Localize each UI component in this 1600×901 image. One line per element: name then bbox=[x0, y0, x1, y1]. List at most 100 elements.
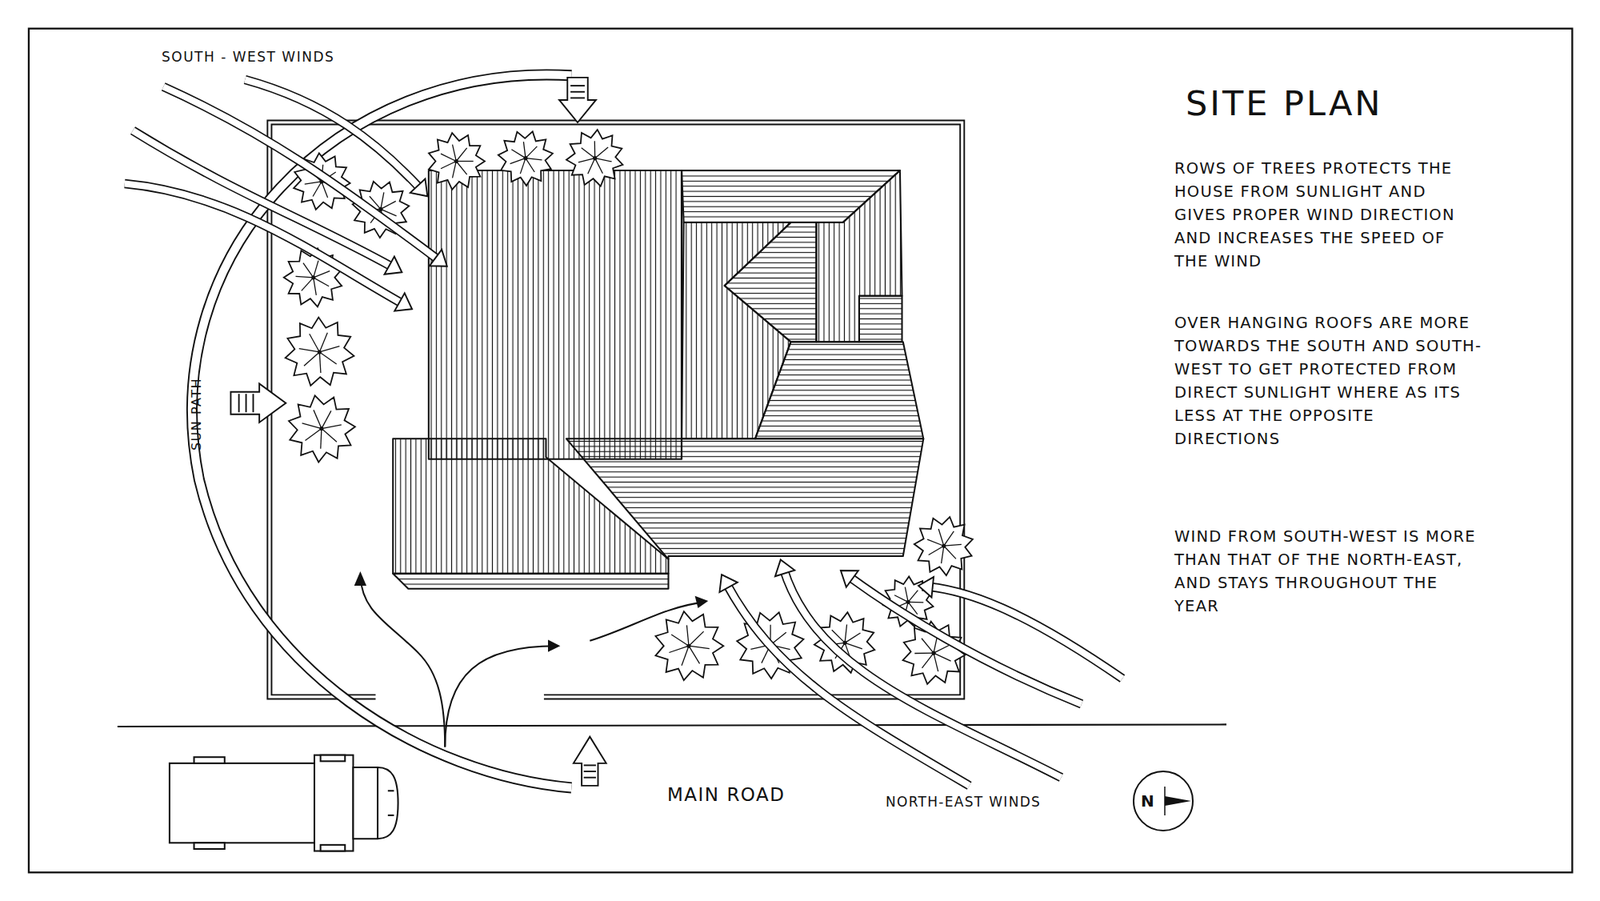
wind-arrows bbox=[124, 79, 1123, 785]
tree-trunk bbox=[941, 544, 946, 548]
tree-branch bbox=[301, 277, 314, 291]
tree-branch bbox=[302, 423, 322, 429]
wind-ribbon bbox=[928, 586, 1123, 679]
tree-branch bbox=[688, 645, 700, 664]
tree-branch bbox=[944, 544, 962, 546]
wind-ribbon bbox=[928, 586, 1123, 679]
tree-branch bbox=[908, 590, 918, 603]
tree-branch bbox=[296, 276, 314, 277]
wind-ribbon bbox=[124, 184, 404, 304]
tree-branch bbox=[681, 645, 689, 665]
tree-trunk bbox=[686, 644, 691, 648]
wind-ribbon bbox=[784, 569, 1062, 778]
wind-arrowhead bbox=[429, 249, 448, 267]
compass-needle bbox=[1164, 796, 1192, 806]
tree-branch bbox=[380, 200, 396, 209]
tree-branch bbox=[944, 545, 956, 559]
tree-branch bbox=[595, 158, 612, 162]
tree-branch bbox=[319, 352, 336, 364]
tree-branch bbox=[523, 141, 526, 159]
wind-ribbon bbox=[244, 79, 420, 188]
tree-branch bbox=[928, 545, 944, 555]
compass-line bbox=[1164, 786, 1166, 816]
tree-branch bbox=[456, 160, 467, 175]
tree-branch bbox=[688, 645, 710, 648]
tree-trunk bbox=[311, 275, 316, 280]
tree-trunk bbox=[843, 640, 848, 645]
tree-branch bbox=[578, 158, 596, 163]
tree-branch bbox=[933, 652, 952, 661]
tree-trunk bbox=[317, 349, 322, 354]
tree-branch bbox=[927, 539, 944, 546]
wind-ribbon bbox=[132, 130, 393, 268]
tree-branch bbox=[525, 158, 535, 172]
wind-arrowhead bbox=[840, 570, 859, 588]
wind-arrowhead bbox=[719, 574, 737, 592]
tree-branch bbox=[313, 271, 331, 278]
wind-ribbon bbox=[124, 184, 404, 304]
tree-branch bbox=[938, 528, 944, 546]
tree-branch bbox=[941, 545, 944, 564]
tree-canopy bbox=[498, 131, 553, 186]
tree-trunk bbox=[454, 159, 459, 164]
tree-trunk bbox=[592, 156, 597, 160]
tree-branch bbox=[440, 153, 456, 161]
tree-branch bbox=[452, 144, 457, 162]
note-text: WIND FROM SOUTH-WEST IS MORE THAN THAT O… bbox=[1174, 524, 1483, 618]
arrow-heads bbox=[354, 571, 708, 652]
tree-branch bbox=[588, 158, 596, 175]
wind-label: NORTH-EAST WINDS bbox=[885, 793, 1041, 810]
tree-branch bbox=[452, 160, 457, 178]
tree-branch bbox=[305, 428, 322, 441]
trees bbox=[284, 129, 973, 684]
note-text: ROWS OF TREES PROTECTS THE HOUSE FROM SU… bbox=[1174, 156, 1483, 273]
tree-branch bbox=[914, 652, 934, 654]
road-edge bbox=[117, 724, 1227, 727]
wind-ribbon bbox=[726, 583, 969, 785]
wind-arrowhead bbox=[394, 292, 412, 311]
tree-branch bbox=[904, 587, 908, 603]
tree-branch bbox=[304, 181, 322, 184]
wind-arrowhead bbox=[775, 559, 795, 576]
wind-ribbon bbox=[244, 79, 420, 188]
wind-ribbon bbox=[784, 569, 1062, 778]
tree-branch bbox=[581, 148, 596, 159]
wind-arrowhead bbox=[384, 256, 403, 274]
tree-branch bbox=[844, 624, 847, 644]
sun-path-arc bbox=[192, 74, 572, 788]
roof-plan bbox=[392, 170, 924, 589]
tree-branch bbox=[312, 181, 322, 196]
wind-arrowhead bbox=[410, 178, 428, 196]
tree-canopy bbox=[285, 317, 355, 386]
tree-branch bbox=[320, 428, 322, 449]
tree-branch bbox=[688, 631, 704, 646]
access-arrows bbox=[360, 576, 704, 747]
tree-canopy bbox=[655, 611, 724, 680]
wind-arrowhead bbox=[918, 576, 934, 597]
tree-branch bbox=[313, 277, 329, 287]
tree-branch bbox=[304, 352, 320, 366]
compass-ring bbox=[1133, 771, 1193, 831]
tree-branch bbox=[844, 632, 860, 643]
tree-branch bbox=[671, 634, 689, 646]
wind-ribbon bbox=[132, 130, 393, 268]
tree-branch bbox=[319, 346, 340, 352]
tree-canopy bbox=[288, 395, 356, 462]
tree-branch bbox=[319, 332, 328, 352]
sun-path-label: SUN PATH bbox=[189, 376, 205, 450]
wind-label: SOUTH - WEST WINDS bbox=[161, 48, 335, 65]
truck bbox=[169, 755, 399, 852]
tree-branch bbox=[321, 424, 342, 429]
tree-branch bbox=[944, 531, 954, 546]
tree-branch bbox=[299, 348, 320, 352]
tree-branch bbox=[933, 644, 951, 654]
tree-branch bbox=[380, 192, 384, 209]
tree-branch bbox=[313, 409, 322, 428]
tree-trunk bbox=[906, 600, 911, 604]
tree-branch bbox=[668, 645, 689, 652]
tree-branch bbox=[525, 158, 543, 160]
tree-branch bbox=[933, 652, 939, 672]
tree-trunk bbox=[319, 426, 324, 431]
plan-title: SITE PLAN bbox=[1185, 83, 1384, 124]
